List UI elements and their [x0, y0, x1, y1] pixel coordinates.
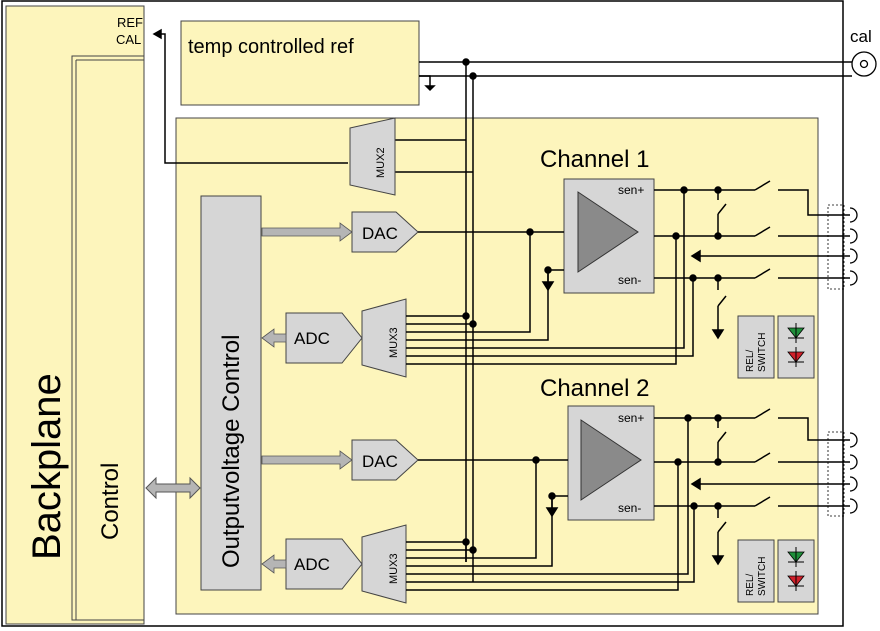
channel-1-red-led-icon — [787, 347, 805, 367]
channel-1-sen-minus: sen- — [618, 273, 641, 287]
channel-2-rel-label: REL/ — [745, 574, 756, 596]
cal-label: CAL — [116, 32, 141, 47]
main-board — [175, 117, 819, 615]
cal-connector: cal — [850, 27, 877, 77]
backplane-label: Backplane — [25, 373, 69, 560]
channel-1: Channel 1 DAC ADC MUX3 sen+ sen- — [261, 146, 858, 379]
channel-1-mux3: MUX3 — [361, 298, 407, 378]
ref-label: REF — [117, 15, 143, 30]
cal-connector-inner-icon — [859, 59, 869, 69]
channel-2-title: Channel 2 — [540, 375, 649, 402]
temp-controlled-ref-block: temp controlled ref — [180, 20, 420, 106]
channel-1-mux3-label: MUX3 — [388, 327, 400, 358]
channel-2-red-led-icon — [787, 571, 805, 591]
channel-1-amplifier: sen+ sen- — [563, 178, 655, 294]
mux2-label: MUX2 — [375, 147, 387, 178]
channel-2-connector-3-icon — [849, 476, 858, 492]
channel-1-connector-3-icon — [849, 248, 858, 264]
channel-2-connectors — [827, 431, 858, 517]
channel-2-dac-arrow — [261, 450, 353, 470]
channel-2-dac-label: DAC — [362, 452, 398, 471]
channel-2-adc: ADC — [285, 538, 363, 590]
channel-1-dac-label: DAC — [362, 224, 398, 243]
output-voltage-control: Outputvoltage Control — [200, 195, 262, 591]
channel-1-title: Channel 1 — [540, 146, 649, 173]
channel-2-status-panel: REL/ SWITCH — [737, 539, 815, 603]
channel-1-adc-arrow — [261, 328, 287, 348]
channel-1-adc-label: ADC — [294, 329, 330, 348]
channel-2-connector-4-icon — [849, 498, 858, 514]
channel-2-sen-plus: sen+ — [618, 411, 644, 425]
output-control-label: Outputvoltage Control — [218, 335, 245, 568]
channel-1-adc: ADC — [285, 312, 363, 364]
channel-1-amp-triangle-icon — [577, 191, 639, 273]
channel-1-connector-2-icon — [849, 228, 858, 244]
channel-2-mux3-label: MUX3 — [388, 553, 400, 584]
cal-connector-outer-icon — [851, 51, 877, 77]
channel-1-wiring — [406, 180, 850, 365]
channel-1-dac: DAC — [351, 211, 419, 253]
channel-2-mux3: MUX3 — [361, 524, 407, 604]
mux2: MUX2 — [349, 117, 396, 196]
channel-1-switch-label: SWITCH — [757, 333, 768, 372]
channel-1-dac-arrow — [261, 222, 353, 242]
channel-2-connector-1-icon — [849, 432, 858, 448]
reference-buses — [395, 58, 477, 582]
channel-1-rel-label: REL/ — [745, 350, 756, 372]
channel-2-adc-arrow — [261, 554, 287, 574]
channel-1-connectors — [827, 204, 858, 290]
channel-2-adc-label: ADC — [294, 555, 330, 574]
channel-1-connector-1-icon — [849, 207, 858, 223]
channel-2-switch-label: SWITCH — [757, 557, 768, 596]
channel-1-connector-4-icon — [849, 270, 858, 286]
control-panel: Control REF CAL — [71, 15, 145, 621]
control-bus-arrow — [145, 476, 201, 500]
cal-connector-label: cal — [850, 27, 872, 46]
channel-2: Channel 2 DAC ADC MUX3 sen+ sen- — [261, 375, 858, 604]
temp-ref-label: temp controlled ref — [188, 36, 354, 58]
channel-1-status-panel: REL/ SWITCH — [737, 315, 815, 379]
channel-2-amplifier: sen+ sen- — [567, 405, 655, 521]
channel-2-sen-minus: sen- — [618, 501, 641, 515]
channel-2-amp-triangle-icon — [580, 419, 642, 501]
channel-2-green-led-icon — [787, 547, 805, 567]
reference-wiring — [152, 28, 852, 164]
channel-2-connector-2-icon — [849, 454, 858, 470]
channel-1-green-led-icon — [787, 323, 805, 343]
channel-2-dac: DAC — [351, 439, 419, 481]
channel-2-wiring — [406, 408, 850, 591]
control-label: Control — [97, 463, 124, 540]
channel-1-sen-plus: sen+ — [618, 183, 644, 197]
